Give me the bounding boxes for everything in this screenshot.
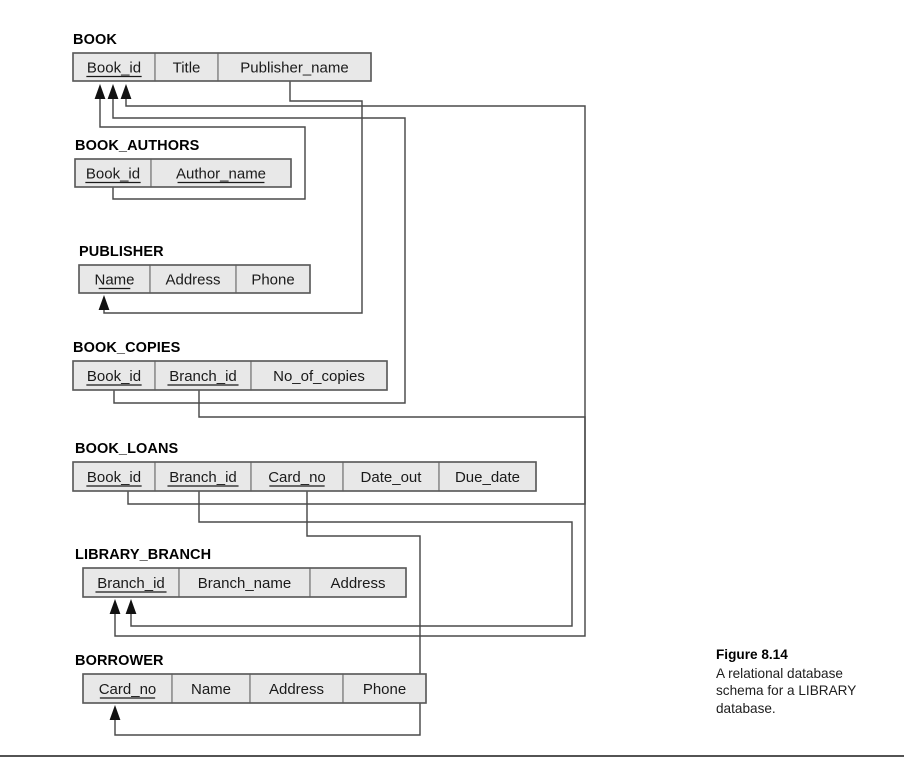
foreign-key-path (112, 89, 406, 404)
relation-name-label: BOOK_AUTHORS (75, 138, 200, 154)
attribute-label: Address (269, 681, 324, 698)
foreign-key-arrowhead-icon (125, 599, 137, 614)
attribute-label: Branch_id (97, 575, 165, 592)
foreign-key-link (120, 84, 586, 505)
attribute-label: Branch_name (198, 575, 291, 592)
attribute-label: Title (173, 60, 201, 77)
foreign-key-path (114, 490, 421, 736)
foreign-key-path (130, 490, 573, 627)
foreign-key-path (114, 389, 586, 637)
foreign-key-link (109, 389, 586, 637)
attribute-label: Date_out (361, 469, 423, 486)
relation-book_copies: BOOK_COPIES Book_id Branch_id No_of_copies (72, 340, 388, 391)
attribute-cell (217, 52, 372, 82)
relation-publisher: PUBLISHER Name Address Phone (78, 244, 311, 294)
foreign-key-link (107, 84, 406, 404)
foreign-key-arrowhead-icon (107, 84, 119, 99)
relation-book_authors: BOOK_AUTHORS Book_id Author_name (74, 138, 292, 188)
relation-book_loans: BOOK_LOANS Book_id Branch_id Card_no Date_ou… (72, 441, 537, 492)
attribute-label: Card_no (99, 681, 157, 698)
attribute-label: Address (330, 575, 385, 592)
relation-name-label: LIBRARY_BRANCH (75, 547, 211, 563)
figure-caption: Figure 8.14 A relational database schema… (716, 646, 891, 717)
foreign-key-link (98, 80, 363, 314)
relation-outline (74, 158, 292, 188)
attribute-label: Branch_id (169, 368, 237, 385)
relation-library_branch: LIBRARY_BRANCH Branch_id Branch_name Addres… (75, 547, 407, 598)
attribute-cell (438, 461, 537, 492)
attribute-label: Book_id (87, 368, 141, 385)
foreign-key-path (125, 89, 586, 505)
attribute-label: Phone (251, 272, 294, 289)
foreign-key-arrowhead-icon (98, 295, 110, 310)
attribute-label: No_of_copies (273, 368, 365, 385)
relation-tables: BOOK Book_id Title Publisher_nameBOOK_AUTHO… (72, 32, 537, 704)
relation-outline (72, 461, 537, 492)
attribute-label: Card_no (268, 469, 326, 486)
figure-caption-text: A relational database schema for a LIBRA… (716, 665, 857, 716)
figure-number: Figure 8.14 (716, 647, 788, 662)
relation-book: BOOK Book_id Title Publisher_name (72, 32, 372, 82)
foreign-key-links (94, 80, 586, 736)
relation-name-label: PUBLISHER (79, 244, 164, 260)
foreign-key-link (94, 84, 306, 200)
attribute-label: Book_id (87, 469, 141, 486)
attribute-label: Name (191, 681, 231, 698)
relation-outline (78, 264, 311, 294)
attribute-label: Author_name (176, 166, 266, 183)
foreign-key-link (109, 490, 421, 736)
attribute-cell (149, 264, 237, 294)
attribute-label: Name (94, 272, 134, 289)
foreign-key-link (125, 490, 573, 627)
relation-outline (82, 673, 427, 704)
relation-borrower: BORROWER Card_no Name Address Phone (75, 653, 427, 704)
foreign-key-arrowhead-icon (94, 84, 106, 99)
relation-outline (82, 567, 407, 598)
relation-outline (72, 360, 388, 391)
attribute-label: Book_id (87, 60, 141, 77)
attribute-label: Phone (363, 681, 406, 698)
foreign-key-path (99, 89, 306, 200)
attribute-label: Book_id (86, 166, 140, 183)
foreign-key-arrowhead-icon (109, 705, 121, 720)
attribute-label: Branch_id (169, 469, 237, 486)
foreign-key-arrowhead-icon (120, 84, 132, 99)
relation-outline (72, 52, 372, 82)
foreign-key-path (103, 80, 363, 314)
relation-name-label: BOOK (73, 32, 117, 48)
relation-name-label: BOOK_LOANS (75, 441, 179, 457)
relation-name-label: BORROWER (75, 653, 164, 669)
foreign-key-arrowhead-icon (109, 599, 121, 614)
attribute-cell (342, 461, 440, 492)
attribute-label: Address (165, 272, 220, 289)
relation-name-label: BOOK_COPIES (73, 340, 181, 356)
attribute-label: Publisher_name (240, 60, 348, 77)
attribute-label: Due_date (455, 469, 520, 486)
